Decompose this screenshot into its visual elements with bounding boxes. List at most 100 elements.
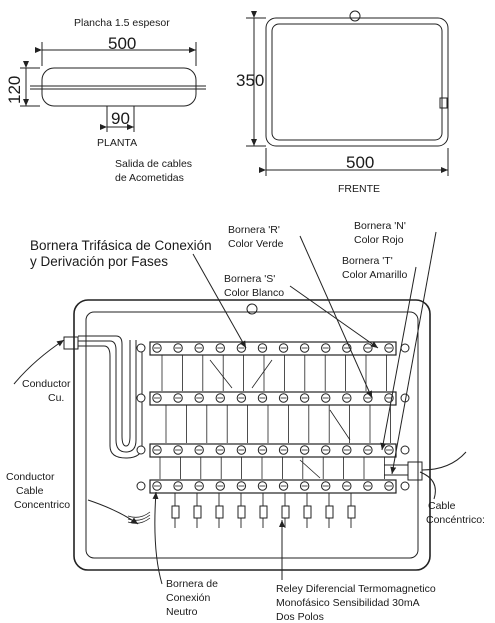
relay-body [303, 505, 312, 519]
relay-module [259, 493, 268, 528]
leader-three-phase [192, 253, 247, 349]
bar-end-screw [400, 343, 410, 353]
plan-enclosure-outline [41, 67, 197, 107]
front-view-label: FRENTE [338, 183, 380, 195]
label-neutro-3: Neutro [166, 606, 198, 618]
bornera-row-n [149, 479, 397, 494]
relay-module [237, 493, 246, 528]
bornera-row-r [149, 391, 397, 406]
terminal-bar-body [149, 479, 397, 494]
relay-body [259, 505, 268, 519]
callouts: Bornera Trifásica de Conexión y Derivaci… [6, 220, 485, 623]
front-height-value: 350 [236, 71, 264, 90]
terminal-bars [149, 341, 397, 494]
relay-module [215, 493, 224, 528]
relay-body [193, 505, 202, 519]
terminal-bar-body [149, 443, 397, 458]
relay-body [281, 505, 290, 519]
label-bornera-s-2: Color Blanco [224, 287, 284, 299]
leader-bornera-n [390, 231, 437, 475]
cable-exit-label-2: de Acometidas [115, 172, 184, 184]
plan-width-value: 500 [108, 34, 136, 53]
label-bornera-s-1: Bornera 'S' [224, 273, 275, 285]
cable-exit-label-1: Salida de cables [115, 158, 192, 170]
plan-view: Plancha 1.5 espesor 500 120 90 PLANTA Sa… [5, 17, 206, 184]
right-gland [407, 461, 423, 481]
leader-neutro [152, 491, 163, 585]
relay-body [347, 505, 356, 519]
bar-end-screw [136, 343, 146, 353]
plan-view-label: PLANTA [97, 137, 137, 149]
label-cable-concentric-2: Concéntrico: [426, 514, 485, 526]
relay-module [171, 493, 180, 528]
right-cable-entry [384, 451, 467, 481]
front-mounting-hole [349, 10, 361, 22]
label-conductor-cable-2: Cable [16, 485, 44, 497]
cross-connector [299, 459, 321, 479]
cross-connector [209, 359, 233, 389]
label-conductor-cu-1: Conductor [22, 378, 71, 390]
plan-depth-value: 90 [111, 109, 130, 128]
cross-connector [329, 409, 351, 441]
leader-conductor-cu [13, 339, 65, 385]
relay-row [127, 493, 356, 528]
sheet-thickness-label: Plancha 1.5 espesor [74, 17, 170, 29]
relay-module [281, 493, 290, 528]
leader-bornera-s [289, 285, 379, 349]
label-bornera-r-1: Bornera 'R' [228, 224, 280, 236]
concentric-wire [127, 511, 151, 518]
leader-bornera-r [299, 235, 373, 399]
relay-body [171, 505, 180, 519]
relay-module [303, 493, 312, 528]
label-neutro-2: Conexión [166, 592, 211, 604]
label-conductor-cable-3: Concentrico [14, 499, 70, 511]
left-cable-entry [63, 335, 143, 459]
relay-body [237, 505, 246, 519]
plan-height-value: 120 [5, 76, 24, 104]
concentric-cable-outside [421, 451, 467, 471]
concentric-wire [127, 514, 151, 521]
relay-body [325, 505, 334, 519]
relay-body [215, 505, 224, 519]
bar-end-screw [136, 445, 146, 455]
conductor-cu-wire [78, 340, 137, 453]
label-neutro-1: Bornera de [166, 578, 218, 590]
front-enclosure-inner [271, 23, 443, 141]
bornera-row-s [149, 341, 397, 356]
concentric-wire [127, 517, 151, 524]
label-conductor-cable-1: Conductor [6, 471, 55, 483]
main-enclosure [63, 299, 467, 571]
leader-conductor-cable [87, 499, 139, 525]
relay-module [193, 493, 202, 528]
bar-end-screw [136, 481, 146, 491]
leader-cable-concentric [419, 471, 436, 500]
label-bornera-n-2: Color Rojo [354, 234, 404, 246]
label-bornera-r-2: Color Verde [228, 238, 284, 250]
bar-end-screws [136, 343, 410, 491]
interconnection-lines [159, 355, 391, 479]
leader-bornera-t [380, 266, 417, 451]
front-view: 350 500 FRENTE [236, 10, 449, 195]
cross-connector [251, 359, 273, 389]
bar-end-screw [136, 393, 146, 403]
conductor-cu-wire [78, 344, 143, 459]
top-mounting-hole [246, 303, 258, 315]
left-gland [63, 336, 79, 350]
terminal-bar-body [149, 341, 397, 356]
label-bornera-t-2: Color Amarillo [342, 269, 408, 281]
label-relay-1: Reley Diferencial Termomagnetico [276, 583, 436, 595]
relay-module [347, 493, 356, 528]
label-relay-2: Monofásico Sensibilidad 30mA [276, 597, 420, 609]
terminal-bar-body [149, 391, 397, 406]
label-three-phase-bornera-1: Bornera Trifásica de Conexión [30, 238, 212, 253]
front-width-value: 500 [346, 153, 374, 172]
front-enclosure-outline [265, 17, 449, 147]
front-latch [439, 97, 448, 109]
enclosure-inner-box [85, 311, 419, 559]
label-relay-3: Dos Polos [276, 611, 324, 623]
label-bornera-n-1: Bornera 'N' [354, 220, 406, 232]
bornera-row-t [149, 443, 397, 458]
enclosure-outer-box [73, 299, 431, 571]
bar-end-screw [400, 481, 410, 491]
